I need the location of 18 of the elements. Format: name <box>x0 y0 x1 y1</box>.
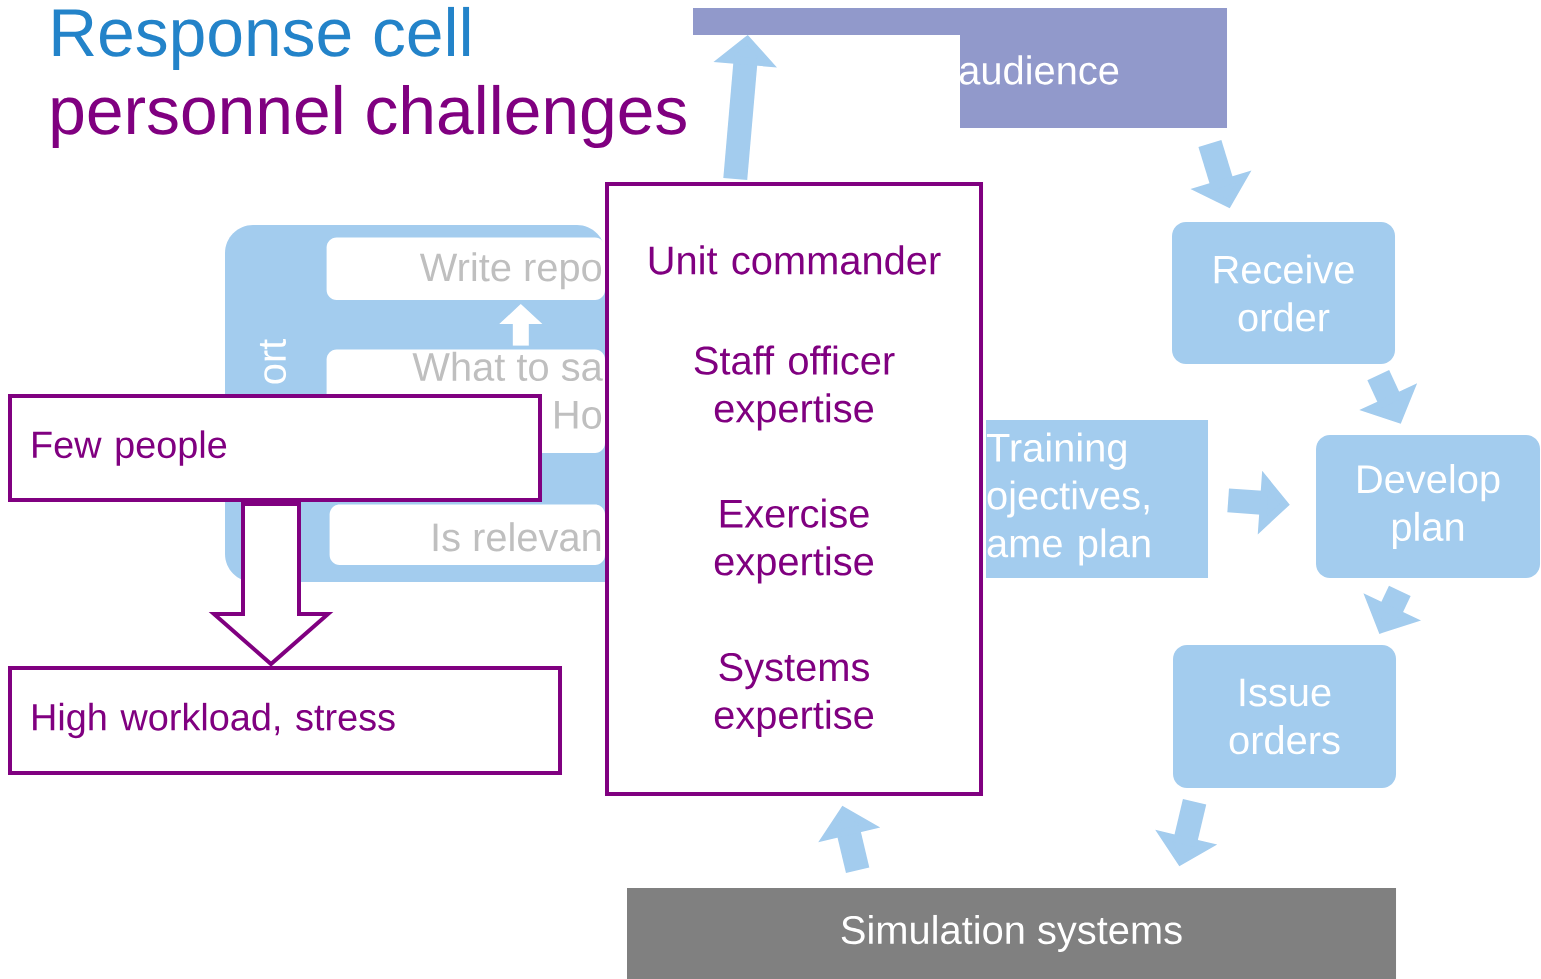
process-box: Issue orders <box>1173 645 1396 788</box>
subtitle: personnel challenges <box>52 84 686 149</box>
role-text: Unit commander <box>649 245 941 275</box>
challenge-box: High workload, stress <box>8 666 562 775</box>
role-text: Exercise expertise <box>714 498 874 584</box>
step-box: Write repo <box>326 237 605 300</box>
process-box: Develop plan <box>1316 435 1540 578</box>
challenge-box: Few people <box>8 394 542 502</box>
audience-band: audience <box>693 8 1227 128</box>
process-box: Receive order <box>1172 222 1395 364</box>
hollow-arrow <box>208 502 334 667</box>
title: Response cell <box>53 6 470 71</box>
objectives-box: Training ojectives, ame plan <box>986 420 1208 578</box>
role-text: Systems expertise <box>714 653 874 737</box>
simulation-bar: Simulation systems <box>627 888 1396 979</box>
roles-box <box>605 182 983 796</box>
step-box: Is relevan <box>329 504 605 565</box>
role-text: Staff officer expertise <box>694 345 895 431</box>
